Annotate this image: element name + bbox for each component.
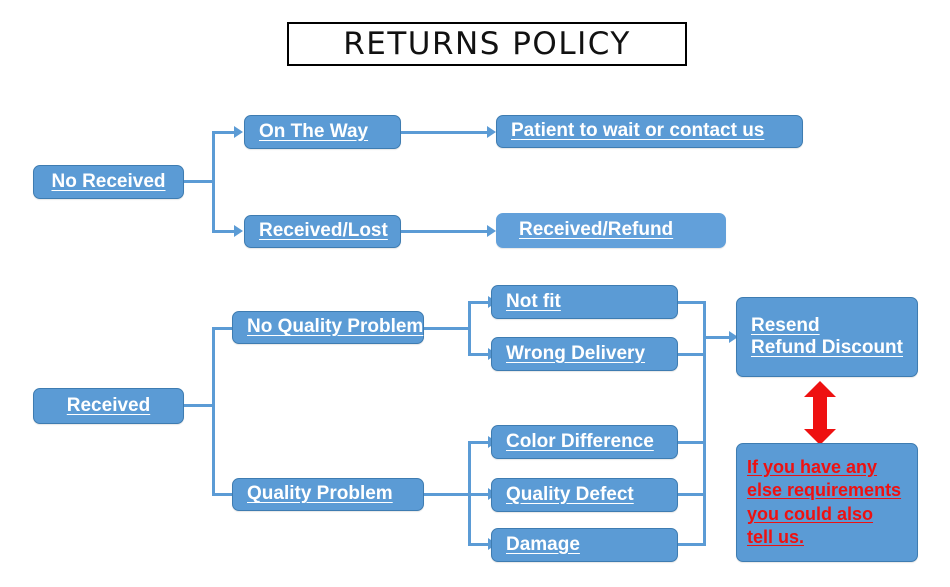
double-arrow-head-up	[804, 381, 836, 397]
node-resend-line1: Resend	[751, 314, 820, 336]
node-not-fit-label: Not fit	[506, 290, 561, 312]
node-resend-line2: Refund Discount	[751, 337, 903, 358]
node-on-the-way-label: On The Way	[259, 120, 369, 142]
node-received[interactable]: Received	[33, 388, 184, 424]
node-quality-problem-label: Quality Problem	[247, 483, 393, 505]
page-title: RETURNS POLICY	[343, 26, 631, 62]
arrow-right-icon-received-lost	[234, 225, 243, 237]
node-damage-label: Damage	[506, 533, 580, 555]
connector-nqp-stub	[424, 327, 468, 330]
page-title-box: RETURNS POLICY	[287, 22, 687, 66]
connector-nqp-riser	[468, 301, 471, 355]
node-no-quality-problem[interactable]: No Quality Problem	[232, 311, 424, 344]
connector-received-riser	[212, 327, 215, 495]
connector-to-not-fit	[468, 301, 490, 304]
connector-merge-wrong-delivery	[678, 353, 706, 356]
node-extra-requirements-note[interactable]: If you have any else requirements you co…	[736, 443, 918, 562]
node-damage[interactable]: Damage	[491, 528, 678, 562]
double-arrow-head-down	[804, 429, 836, 445]
connector-to-no-quality-problem	[212, 327, 235, 330]
connector-to-color-difference	[468, 441, 490, 444]
note-line-3: you could also	[747, 503, 874, 524]
node-received-lost-label: Received/Lost	[259, 220, 388, 242]
connector-merge-damage	[678, 543, 706, 546]
node-quality-defect-label: Quality Defect	[506, 483, 634, 505]
double-arrow-vertical-icon	[804, 381, 836, 445]
node-on-the-way[interactable]: On The Way	[244, 115, 401, 149]
connector-to-damage	[468, 543, 490, 546]
note-line-4: tell us.	[747, 526, 805, 547]
node-received-refund-label: Received/Refund	[519, 219, 674, 241]
connector-to-quality-defect	[468, 493, 490, 496]
connector-to-on-the-way	[212, 131, 235, 134]
node-wrong-delivery[interactable]: Wrong Delivery	[491, 337, 678, 371]
node-no-received[interactable]: No Received	[33, 165, 184, 199]
connector-to-wrong-delivery	[468, 353, 490, 356]
connector-merge-color-difference	[678, 441, 706, 444]
node-patient-to-wait-label: Patient to wait or contact us	[511, 120, 765, 142]
arrow-right-icon-resend	[729, 331, 738, 343]
double-arrow-shaft	[813, 395, 827, 431]
connector-merge-spine	[703, 301, 706, 546]
connector-merge-to-resend	[703, 336, 731, 339]
node-received-lost[interactable]: Received/Lost	[244, 215, 401, 248]
node-patient-to-wait[interactable]: Patient to wait or contact us	[496, 115, 803, 148]
node-not-fit[interactable]: Not fit	[491, 285, 678, 319]
connector-qp-stub	[424, 493, 468, 496]
note-line-1: If you have any	[747, 456, 878, 477]
arrow-right-icon-refund	[487, 225, 496, 237]
connector-no-received-riser	[212, 131, 215, 232]
node-quality-defect[interactable]: Quality Defect	[491, 478, 678, 512]
arrow-right-icon-on-the-way	[234, 126, 243, 138]
node-received-label: Received	[66, 394, 151, 416]
connector-no-received-stub	[184, 180, 212, 183]
note-line-2: else requirements	[747, 480, 902, 501]
arrow-right-icon-patient	[487, 126, 496, 138]
node-no-quality-problem-label: No Quality Problem	[247, 316, 424, 338]
connector-received-stub	[184, 404, 212, 407]
node-wrong-delivery-label: Wrong Delivery	[506, 342, 646, 364]
connector-merge-not-fit	[678, 301, 706, 304]
connector-to-quality-problem	[212, 493, 235, 496]
node-received-refund[interactable]: Received/Refund	[496, 213, 726, 248]
node-color-difference[interactable]: Color Difference	[491, 425, 678, 459]
connector-to-received-lost	[212, 230, 235, 233]
connector-received-lost-to-refund	[401, 230, 489, 233]
connector-merge-quality-defect	[678, 493, 706, 496]
connector-on-the-way-to-patient	[401, 131, 489, 134]
node-quality-problem[interactable]: Quality Problem	[232, 478, 424, 511]
node-resend-refund-discount[interactable]: Resend Refund Discount	[736, 297, 918, 377]
node-no-received-label: No Received	[51, 170, 166, 192]
node-color-difference-label: Color Difference	[506, 430, 654, 452]
